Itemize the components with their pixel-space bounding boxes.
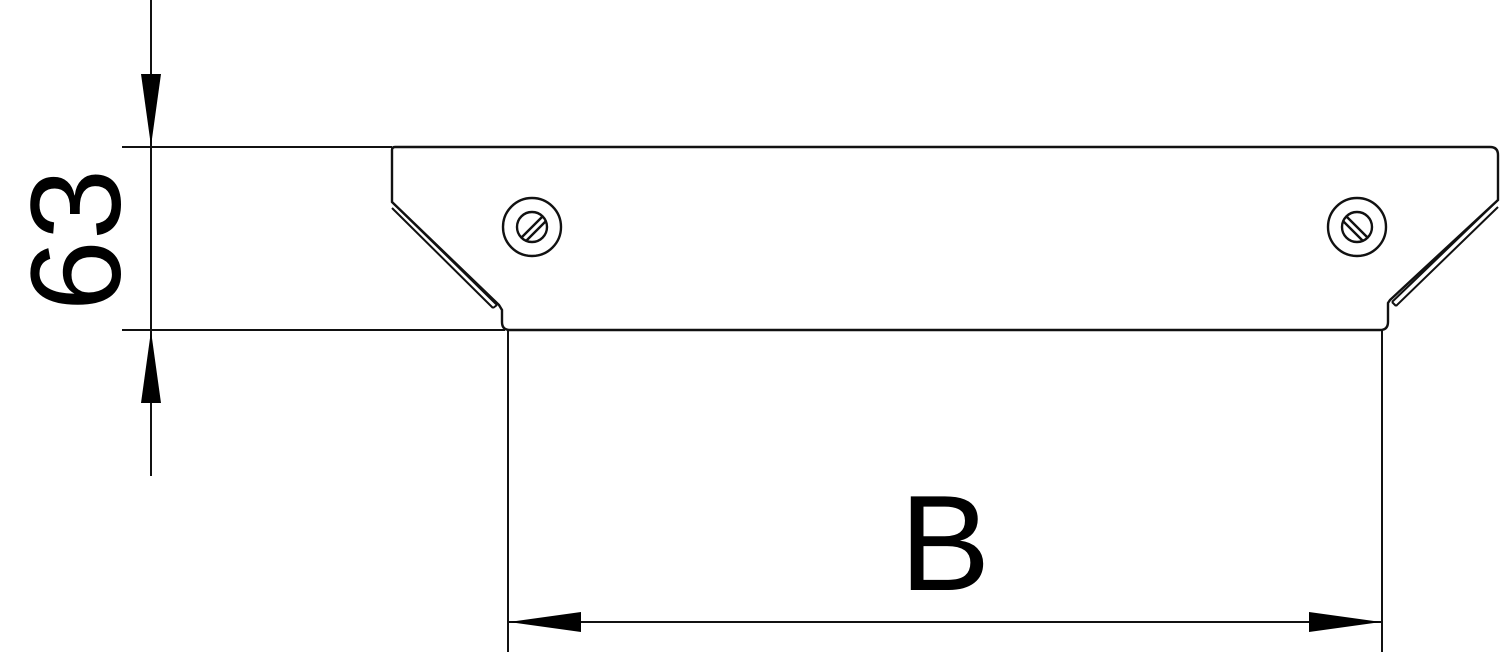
left-flange-inner [391, 207, 494, 309]
right-flange-edge [1391, 199, 1499, 303]
right-flange-inner [1395, 206, 1499, 307]
left-screw-icon [501, 196, 563, 258]
arrow-down-icon [141, 74, 161, 146]
left-flange-end [492, 304, 498, 309]
width-dimension-label: B [900, 467, 991, 619]
arrow-up-icon [141, 331, 161, 403]
height-dimension: 63 [5, 0, 505, 476]
arrow-left-icon [509, 612, 581, 632]
right-flange-end [1391, 301, 1397, 307]
left-flange-edge [391, 201, 498, 306]
height-dimension-label: 63 [5, 169, 148, 311]
cover-plate [390, 145, 1500, 332]
cover-outline [390, 145, 1500, 332]
arrow-right-icon [1309, 612, 1381, 632]
right-screw-icon [1326, 196, 1388, 258]
width-dimension: B [507, 330, 1383, 652]
